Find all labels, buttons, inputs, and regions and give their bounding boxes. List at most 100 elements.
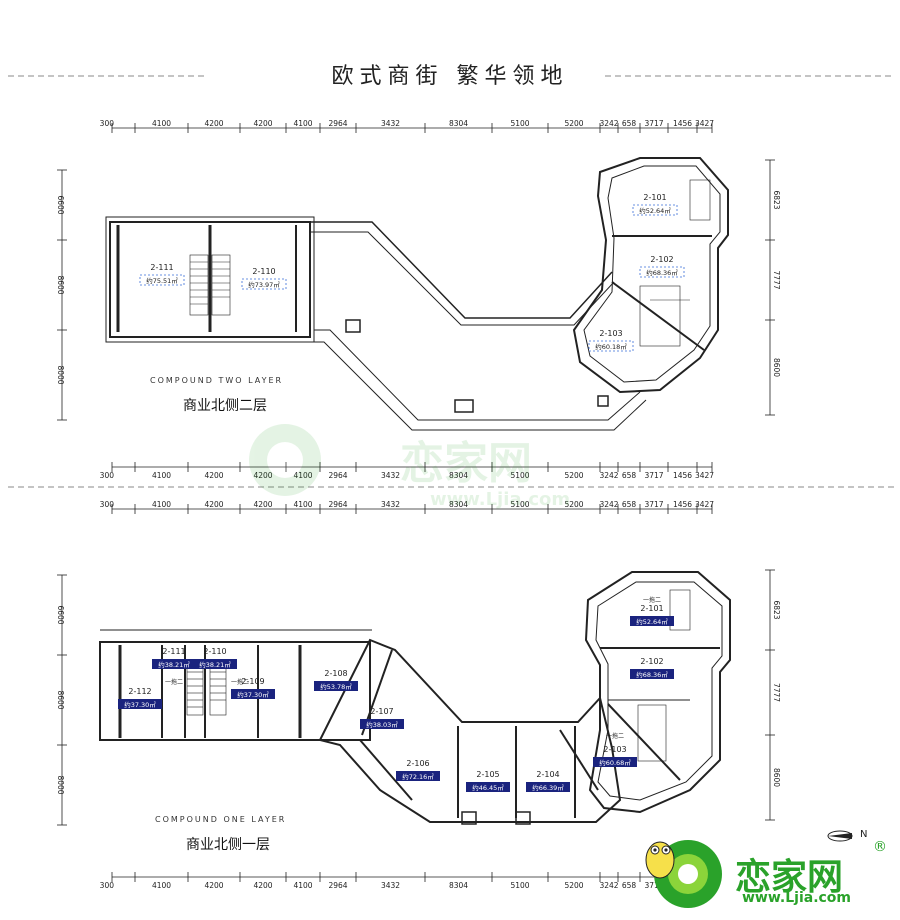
area-badge [396, 771, 440, 781]
unit-area: 约38.03㎡ [366, 720, 398, 729]
dimension-label: 3432 [381, 119, 400, 128]
dimension-label: 3242 [599, 881, 618, 890]
area-badge [639, 266, 685, 278]
area-badge [630, 669, 674, 679]
dimension-label: 4100 [152, 119, 171, 128]
dimension-label: 2964 [328, 881, 347, 890]
dimension-label: 300 [100, 500, 115, 509]
unit-label[interactable]: 2-109 约37.30㎡ [231, 677, 275, 699]
unit-id: 2-106 [406, 759, 429, 768]
dimension-label: 5100 [510, 471, 529, 480]
dimension-label: 4100 [293, 471, 312, 480]
unit-id: 2-107 [370, 707, 393, 716]
dimension-label: 7777 [772, 683, 781, 702]
unit-area: 约68.36㎡ [636, 670, 668, 679]
dimension-label: 4200 [253, 500, 272, 509]
dimension-label: 1456 [673, 471, 692, 480]
plan-one-caption-cn: 商业北侧一层 [186, 837, 270, 853]
dimension-label: 3432 [381, 881, 400, 890]
dimension-label: 8600 [772, 358, 781, 377]
dimension-label: 4200 [253, 471, 272, 480]
area-badge [314, 681, 358, 691]
unit-label[interactable]: 2-102 约68.36㎡ [630, 657, 674, 679]
dimension-label: 1456 [673, 500, 692, 509]
unit-area: 约53.78㎡ [320, 682, 352, 691]
plan-one-caption-en: COMPOUND ONE LAYER [155, 815, 287, 824]
dimension-label: 5100 [510, 881, 529, 890]
unit-label[interactable]: 2-110 约73.97㎡ [241, 267, 287, 290]
dimension-label: 6600 [56, 605, 65, 624]
dimension-label: 4100 [293, 119, 312, 128]
brand-logo-icon [645, 840, 722, 908]
dimension-label: 4100 [152, 471, 171, 480]
dimension-label: 300 [100, 119, 115, 128]
unit-label[interactable]: 2-101 约52.64㎡ [630, 604, 674, 626]
dimension-label: 4200 [204, 119, 223, 128]
area-badge [593, 757, 637, 767]
unit-area: 约68.36㎡ [646, 268, 678, 277]
dimension-label: 8000 [56, 365, 65, 384]
unit-id: 2-110 [252, 267, 275, 276]
north-label: N [860, 829, 868, 840]
dimension-label: 3432 [381, 500, 400, 509]
dimension-label: 3242 [599, 119, 618, 128]
area-badge [466, 782, 510, 792]
dimension-label: 3717 [644, 119, 663, 128]
unit-area: 约72.16㎡ [402, 772, 434, 781]
unit-label[interactable]: 2-106 约72.16㎡ [396, 759, 440, 781]
dimension-line-bottom-two: 3004100420042004100296434328304510052003… [100, 462, 714, 480]
dimension-label: 8304 [449, 500, 468, 509]
watermark-text: 恋家网 [400, 438, 532, 489]
unit-id: 2-109 [241, 677, 264, 686]
area-badge [630, 616, 674, 626]
dimension-label: 4200 [253, 119, 272, 128]
dimension-label: 5200 [564, 500, 583, 509]
dimension-label: 5200 [564, 119, 583, 128]
plan-two-caption-en: COMPOUND TWO LAYER [150, 376, 284, 385]
dimension-label: 3427 [695, 471, 714, 480]
dimension-label: 3427 [695, 500, 714, 509]
brand-url: www.Ljia.com [742, 890, 852, 906]
unit-area: 约52.64㎡ [639, 206, 671, 215]
unit-area: 约37.30㎡ [237, 690, 269, 699]
unit-id: 2-101 [640, 604, 663, 613]
dimension-label: 4100 [152, 881, 171, 890]
dimension-label: 3427 [695, 119, 714, 128]
dimension-label: 3717 [644, 471, 663, 480]
plan-two-caption-cn: 商业北侧二层 [183, 398, 267, 414]
unit-area: 约37.30㎡ [124, 700, 156, 709]
unit-id: 2-102 [640, 657, 663, 666]
watermark-url: www.Ljia.com [430, 489, 570, 510]
area-badge [231, 689, 275, 699]
north-arrow-icon [827, 830, 853, 842]
unit-tag: 一拖二 [231, 678, 249, 686]
dimension-label: 7777 [772, 270, 781, 289]
unit-area: 约52.64㎡ [636, 617, 668, 626]
unit-area: 约60.68㎡ [599, 758, 631, 767]
unit-id: 2-103 [599, 329, 622, 338]
unit-label[interactable]: 2-107 约38.03㎡ [360, 707, 404, 729]
dimension-label: 5200 [564, 881, 583, 890]
dimension-label: 658 [622, 471, 637, 480]
unit-area: 约73.97㎡ [248, 280, 280, 289]
dimension-label: 4200 [204, 471, 223, 480]
dimension-label: 3242 [599, 471, 618, 480]
